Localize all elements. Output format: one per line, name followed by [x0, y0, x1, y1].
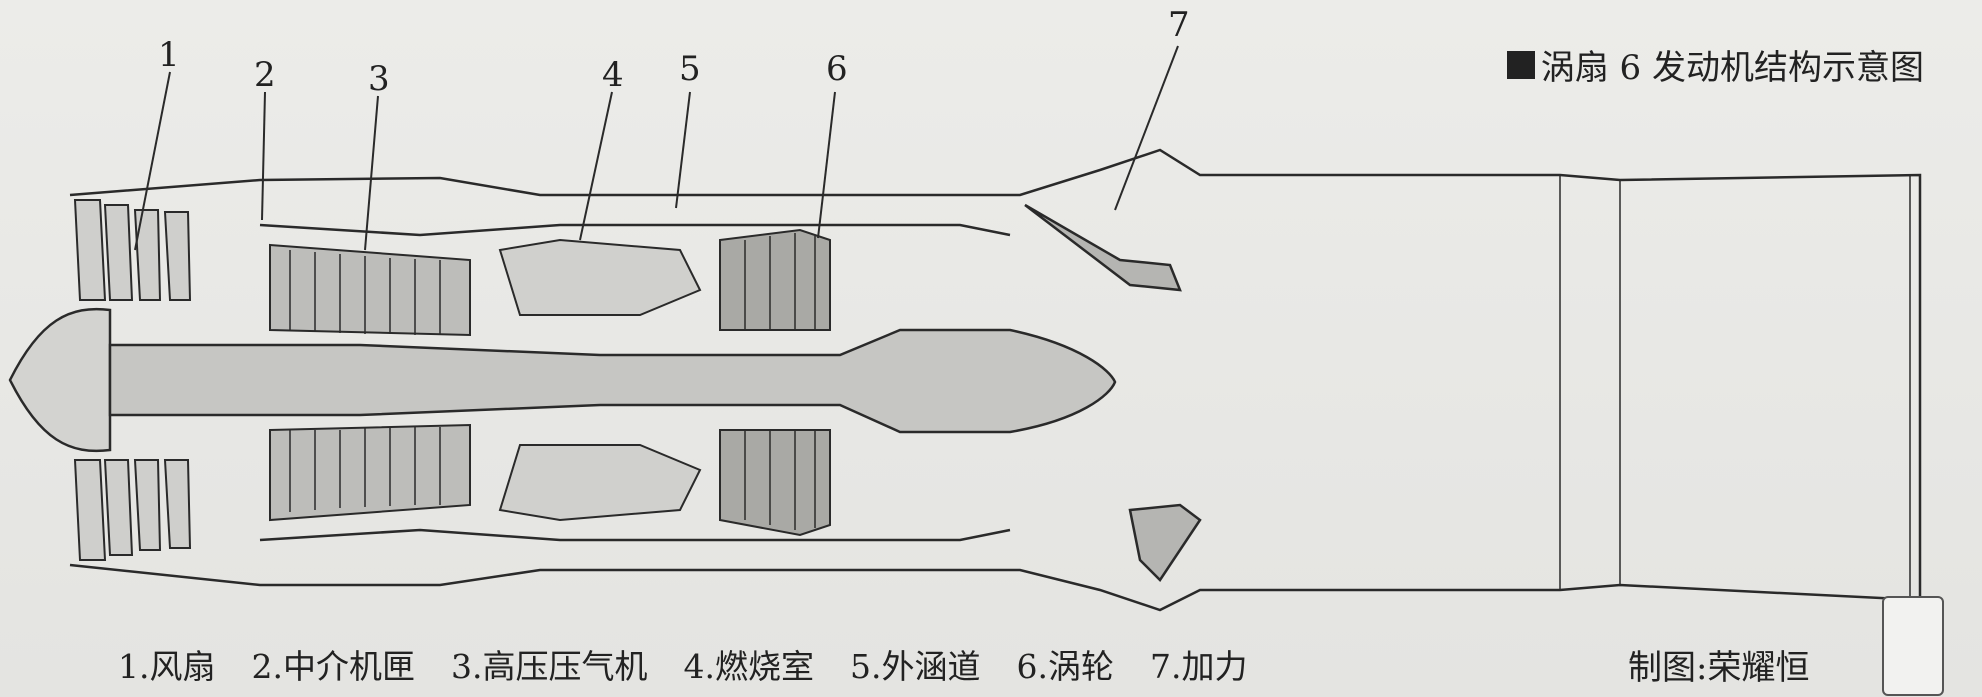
- credit-text: 制图:荣耀恒: [1628, 648, 1810, 688]
- legend-item-combustor: 4.燃烧室: [683, 647, 815, 686]
- legend-item-afterburner: 7.加力: [1150, 647, 1248, 686]
- legend-item-intermediate-case: 2.中介机匣: [251, 647, 416, 686]
- callout-leaders: [134, 45, 1179, 251]
- title-text: 涡扇 6 发动机结构示意图: [1540, 48, 1924, 88]
- callout-7: 7: [1168, 5, 1190, 45]
- combustor: [498, 238, 702, 522]
- legend-item-turbine: 6.涡轮: [1016, 647, 1115, 686]
- legend: 1.风扇 2.中介机匣 3.高压压气机 4.燃烧室 5.外涵道 6.涡轮 7.加…: [118, 640, 1248, 688]
- main-shaft: [108, 328, 1117, 434]
- callout-1: 1: [158, 35, 180, 75]
- diagram-title: 涡扇 6 发动机结构示意图: [1506, 40, 1924, 89]
- legend-item-bypass: 5.外涵道: [850, 647, 981, 686]
- afterburner: [1024, 203, 1202, 582]
- seal-icon: [1882, 596, 1944, 696]
- high-pressure-compressor: [269, 243, 471, 522]
- legend-item-fan: 1.风扇: [118, 647, 216, 686]
- callout-6: 6: [826, 49, 848, 89]
- fan: [73, 199, 192, 561]
- outer-casing-upper: [69, 148, 1922, 612]
- callout-5: 5: [679, 49, 701, 89]
- callout-3: 3: [368, 59, 390, 99]
- nose-cone: [8, 307, 112, 453]
- turbine: [719, 228, 831, 537]
- title-marker-icon: [1506, 50, 1535, 79]
- callout-2: 2: [254, 55, 276, 95]
- legend-item-compressor: 3.高压压气机: [451, 647, 648, 686]
- callout-4: 4: [602, 55, 624, 95]
